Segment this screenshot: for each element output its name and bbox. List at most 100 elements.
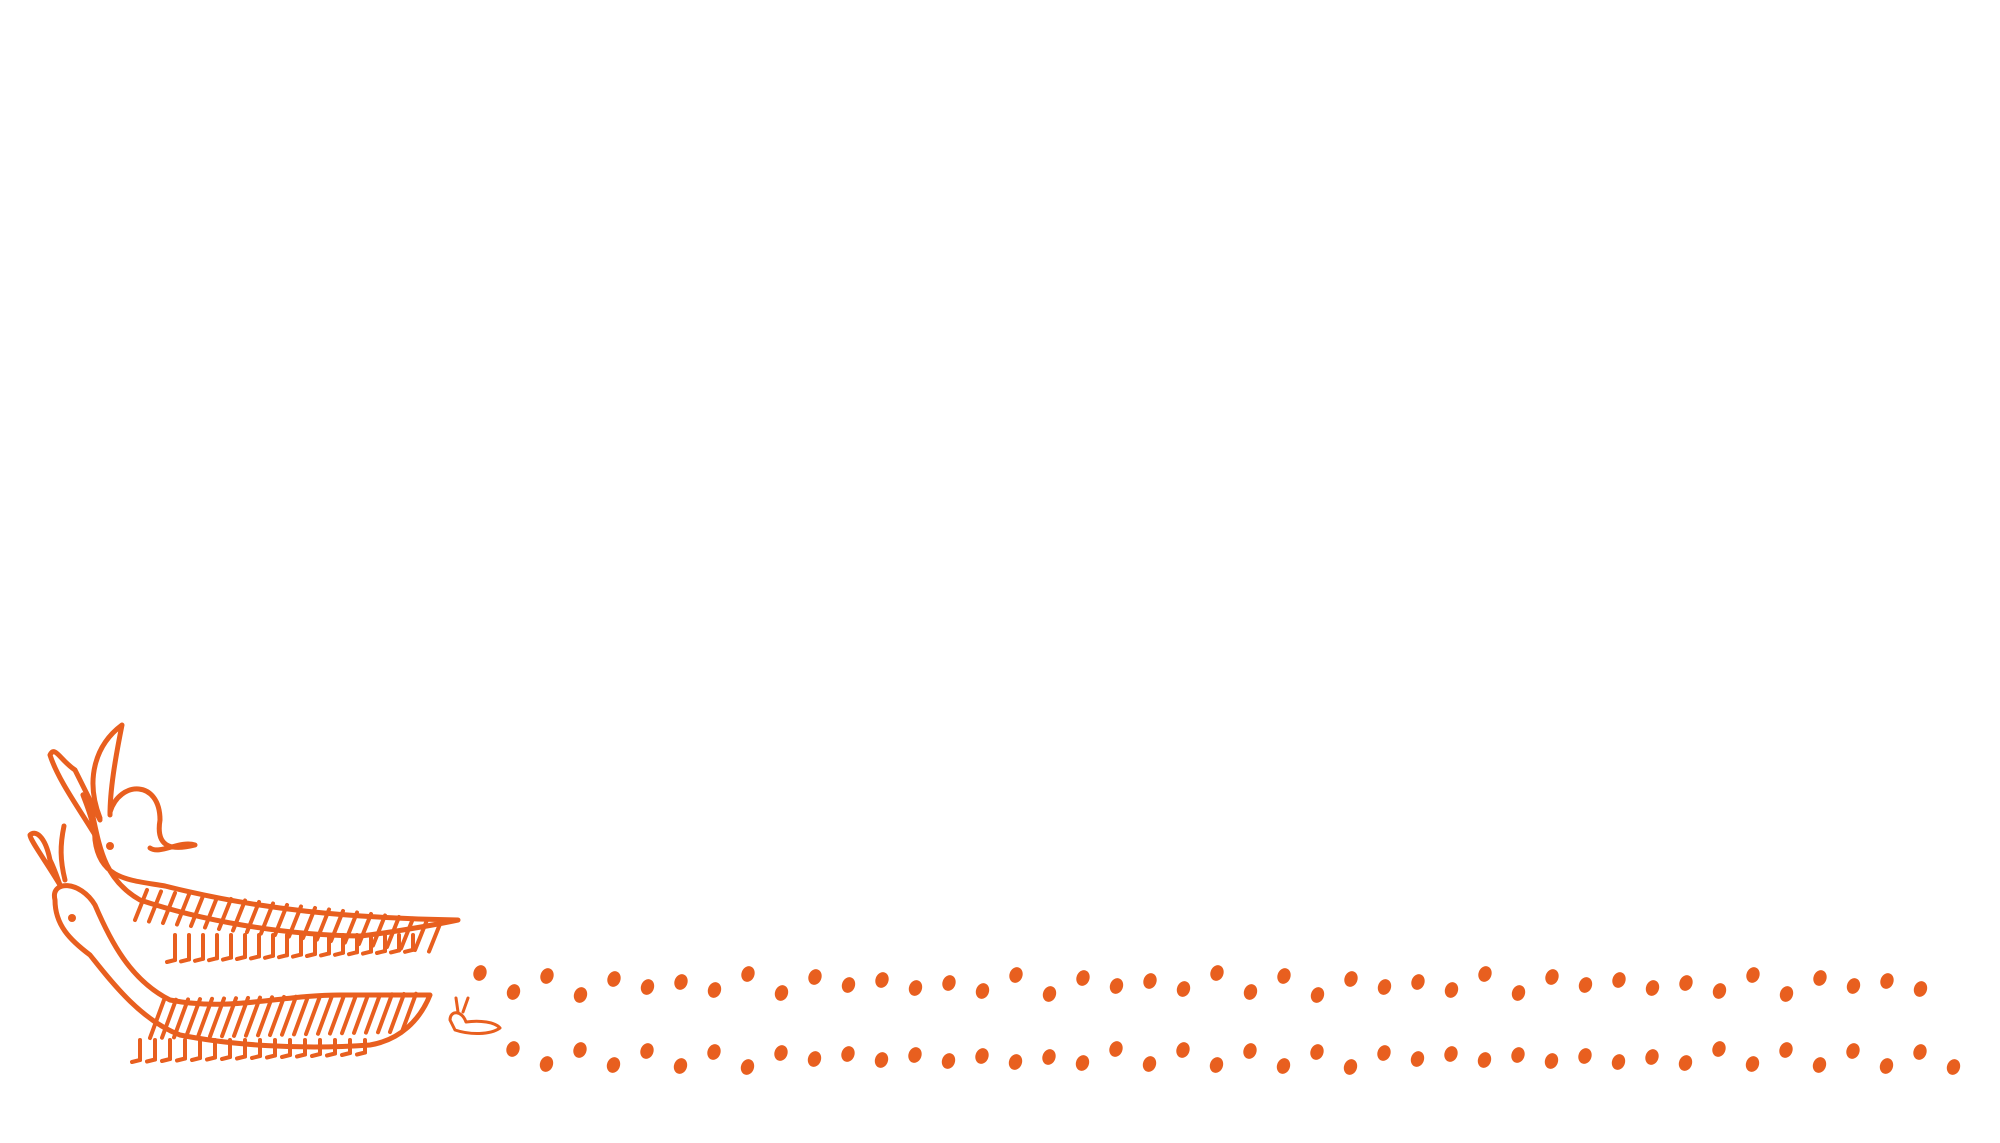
footprint-dot (1343, 1059, 1358, 1075)
footprint-dot (1243, 1043, 1257, 1059)
footprint-dot (1143, 973, 1157, 989)
body-stripe (172, 997, 190, 1040)
body-stripe (244, 995, 262, 1038)
footprint-dot (606, 1057, 621, 1073)
footprint-dot (1813, 970, 1827, 986)
foot (403, 947, 415, 954)
footprint-dot (1042, 1049, 1056, 1065)
foot (249, 954, 261, 961)
body-stripe (329, 909, 345, 943)
body-stripe (328, 993, 346, 1036)
footprint-dot (1444, 1046, 1458, 1062)
body-stripe (256, 995, 274, 1038)
footprint-dot (1880, 973, 1894, 989)
orange-ink-layer (27, 722, 1961, 1075)
footprint-dot (1712, 1041, 1726, 1057)
foot (235, 1054, 247, 1061)
body-stripe (316, 993, 334, 1036)
foot (207, 956, 219, 963)
body-stripe (217, 897, 233, 931)
footprint-dot (875, 972, 889, 988)
footprint-dot (506, 984, 521, 1000)
footprint-dot (841, 977, 856, 993)
foot (305, 952, 317, 958)
body-stripe (184, 997, 202, 1040)
body-stripe (161, 891, 177, 925)
body-stripe (268, 995, 286, 1037)
footprint-dot (673, 1058, 688, 1074)
foot (310, 1052, 322, 1058)
foot (375, 949, 387, 955)
body-stripe (388, 992, 406, 1034)
body-stripe (203, 895, 219, 930)
foot (389, 948, 401, 955)
foot (263, 953, 275, 960)
footprint-dot (1344, 971, 1358, 987)
foot (190, 1056, 202, 1062)
centipede-stripes-and-legs (130, 888, 443, 1064)
body-stripe (160, 997, 178, 1040)
foot (165, 958, 177, 964)
body-stripe (232, 995, 250, 1038)
footprint-dot (808, 969, 822, 985)
footprint-dot (1578, 977, 1593, 993)
footprint-dot (1008, 1054, 1023, 1070)
small-centipede-antennae (454, 996, 470, 1014)
lower-centipede-antenna-left (27, 830, 63, 888)
body-stripe (196, 996, 214, 1039)
foot (295, 1052, 307, 1059)
lower-centipede-eye (68, 914, 76, 922)
footprint-dot (1142, 1056, 1157, 1072)
foot (160, 1057, 172, 1063)
body-stripe (208, 996, 226, 1039)
body-stripe (352, 992, 370, 1035)
body-stripe (287, 904, 303, 939)
footprint-dot (1846, 978, 1861, 994)
large-centipede-upper (47, 722, 461, 939)
footprint-dot (1678, 1055, 1693, 1071)
body-stripe (301, 906, 317, 940)
footprint-dot (975, 1048, 989, 1064)
footprint-dot (707, 982, 722, 998)
footprint-dot (1209, 1057, 1224, 1073)
footprint-dot (1410, 1051, 1425, 1067)
footprint-dot (473, 965, 487, 981)
footprint-dot (1109, 1041, 1123, 1057)
footprint-dot (1511, 1047, 1525, 1063)
body-stripe (220, 996, 238, 1039)
body-stripe (292, 994, 310, 1037)
footprint-dot (1645, 1049, 1659, 1065)
footprint-dot (908, 1047, 922, 1063)
footprint-dot (1210, 965, 1224, 981)
upper-centipede-eye (106, 842, 114, 850)
foot (235, 955, 247, 961)
lower-centipede-body-outline (52, 883, 433, 1050)
footprint-dot (1444, 982, 1459, 998)
footprint-dots (473, 965, 1961, 1075)
body-stripe (371, 913, 387, 948)
footprint-dot (539, 1056, 554, 1072)
footprint-dot (1109, 978, 1124, 994)
footprint-dot (1879, 1058, 1894, 1074)
body-stripe (413, 918, 429, 952)
footprint-dot (1946, 1059, 1961, 1075)
small-centipede-body (448, 1011, 502, 1035)
body-stripe (189, 894, 205, 928)
footprint-dot (707, 1044, 721, 1060)
footprint-dot (1277, 968, 1291, 984)
footprint-dot (573, 1042, 587, 1058)
upper-centipede-ear-left (47, 749, 103, 838)
foot (265, 1053, 277, 1060)
footprint-dot (1411, 974, 1425, 990)
footprint-dot (1478, 966, 1492, 982)
small-centipede (448, 996, 502, 1035)
body-stripe (427, 919, 443, 954)
body-stripe (340, 993, 358, 1036)
foot (220, 1055, 232, 1061)
footprint-dot (741, 966, 755, 982)
footprint-dot (774, 1045, 788, 1061)
foot (340, 1051, 352, 1057)
footprint-dot (1545, 969, 1559, 985)
footprint-dot (1310, 1044, 1324, 1060)
